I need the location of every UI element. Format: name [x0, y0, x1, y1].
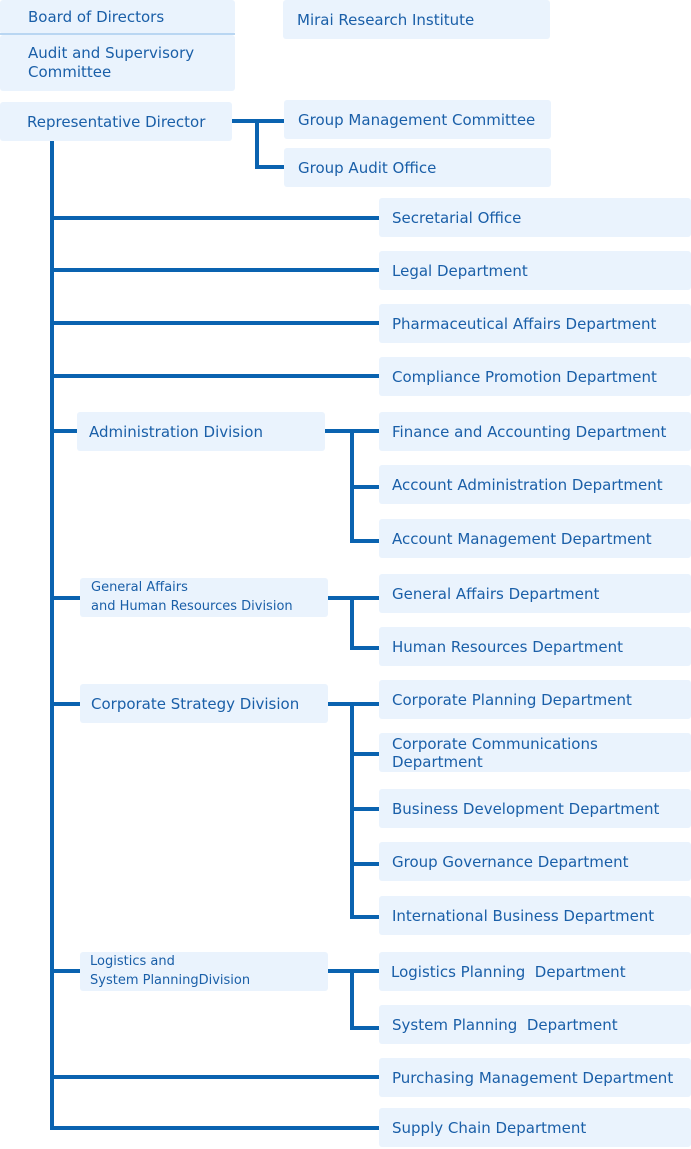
legal-department-box: Legal Department [379, 251, 691, 290]
pharmaceutical-affairs-label: Pharmaceutical Affairs Department [392, 314, 657, 333]
connector [50, 429, 77, 433]
connector [328, 596, 354, 600]
purchasing-management-box: Purchasing Management Department [379, 1058, 691, 1097]
system-planning-label: System Planning Department [392, 1015, 618, 1034]
corporate-strategy-division-label: Corporate Strategy Division [91, 694, 300, 713]
account-administration-box: Account Administration Department [379, 465, 691, 504]
group-governance-label: Group Governance Department [392, 852, 629, 871]
audit-committee-box: Audit and Supervisory Committee [0, 35, 235, 91]
board-of-directors-label: Board of Directors [28, 8, 165, 26]
mirai-research-box: Mirai Research Institute [283, 0, 550, 39]
finance-accounting-box: Finance and Accounting Department [379, 412, 691, 451]
connector [255, 119, 259, 169]
secretarial-office-label: Secretarial Office [392, 208, 522, 227]
group-governance-box: Group Governance Department [379, 842, 691, 881]
connector [350, 429, 379, 433]
purchasing-management-label: Purchasing Management Department [392, 1068, 674, 1087]
connector [350, 915, 379, 919]
connector [50, 702, 80, 706]
business-development-box: Business Development Department [379, 789, 691, 828]
connector [50, 969, 80, 973]
connector [350, 752, 379, 756]
connector [350, 596, 379, 600]
corporate-planning-box: Corporate Planning Department [379, 680, 691, 719]
logistics-division-label: Logistics and System PlanningDivision [90, 953, 251, 988]
system-planning-box: System Planning Department [379, 1005, 691, 1044]
connector [325, 429, 354, 433]
connector [350, 596, 354, 650]
international-business-label: International Business Department [392, 906, 655, 925]
connector [50, 321, 379, 325]
connector [50, 216, 379, 220]
group-management-committee-label: Group Management Committee [298, 110, 536, 129]
group-management-committee-box: Group Management Committee [284, 100, 551, 139]
account-management-box: Account Management Department [379, 519, 691, 558]
compliance-promotion-box: Compliance Promotion Department [379, 357, 691, 396]
representative-director-box: Representative Director [0, 102, 232, 141]
administration-division-label: Administration Division [89, 422, 263, 441]
legal-department-label: Legal Department [392, 261, 528, 280]
human-resources-department-label: Human Resources Department [392, 637, 624, 656]
international-business-box: International Business Department [379, 896, 691, 935]
board-divider [0, 33, 235, 35]
connector [350, 702, 379, 706]
general-affairs-division-label: General Affairs and Human Resources Divi… [91, 579, 293, 614]
connector [255, 119, 284, 123]
connector [328, 969, 354, 973]
corporate-planning-label: Corporate Planning Department [392, 690, 632, 709]
board-of-directors-box: Board of Directors [0, 0, 235, 34]
corporate-communications-label: Corporate Communications Department [392, 734, 598, 771]
business-development-label: Business Development Department [392, 799, 660, 818]
corporate-communications-box: Corporate Communications Department [379, 733, 691, 772]
representative-director-label: Representative Director [27, 112, 206, 131]
connector [50, 1126, 379, 1130]
logistics-planning-label: Logistics Planning Department [391, 962, 626, 981]
account-administration-label: Account Administration Department [392, 475, 663, 494]
connector [350, 1026, 379, 1030]
compliance-promotion-label: Compliance Promotion Department [392, 367, 657, 386]
mirai-research-label: Mirai Research Institute [297, 10, 475, 29]
connector [50, 374, 379, 378]
main-trunk-line [50, 141, 54, 1130]
connector [328, 702, 354, 706]
connector [350, 862, 379, 866]
logistics-division-box: Logistics and System PlanningDivision [80, 952, 328, 991]
administration-division-box: Administration Division [77, 412, 325, 451]
connector [350, 646, 379, 650]
human-resources-department-box: Human Resources Department [379, 627, 691, 666]
general-affairs-division-box: General Affairs and Human Resources Divi… [80, 578, 328, 617]
connector [350, 969, 379, 973]
secretarial-office-box: Secretarial Office [379, 198, 691, 237]
corporate-strategy-division-box: Corporate Strategy Division [80, 684, 328, 723]
connector [350, 807, 379, 811]
connector [50, 596, 80, 600]
supply-chain-label: Supply Chain Department [392, 1118, 587, 1137]
connector [350, 539, 379, 543]
connector [232, 119, 259, 123]
connector [255, 165, 284, 169]
supply-chain-box: Supply Chain Department [379, 1108, 691, 1147]
connector [350, 485, 379, 489]
audit-committee-label: Audit and Supervisory Committee [28, 44, 195, 81]
finance-accounting-label: Finance and Accounting Department [392, 422, 667, 441]
logistics-planning-box: Logistics Planning Department [379, 952, 691, 991]
account-management-label: Account Management Department [392, 529, 652, 548]
group-audit-office-box: Group Audit Office [284, 148, 551, 187]
general-affairs-department-box: General Affairs Department [379, 574, 691, 613]
connector [350, 969, 354, 1030]
pharmaceutical-affairs-box: Pharmaceutical Affairs Department [379, 304, 691, 343]
general-affairs-department-label: General Affairs Department [392, 584, 600, 603]
connector [50, 268, 379, 272]
connector [50, 1075, 379, 1079]
group-audit-office-label: Group Audit Office [298, 158, 437, 177]
